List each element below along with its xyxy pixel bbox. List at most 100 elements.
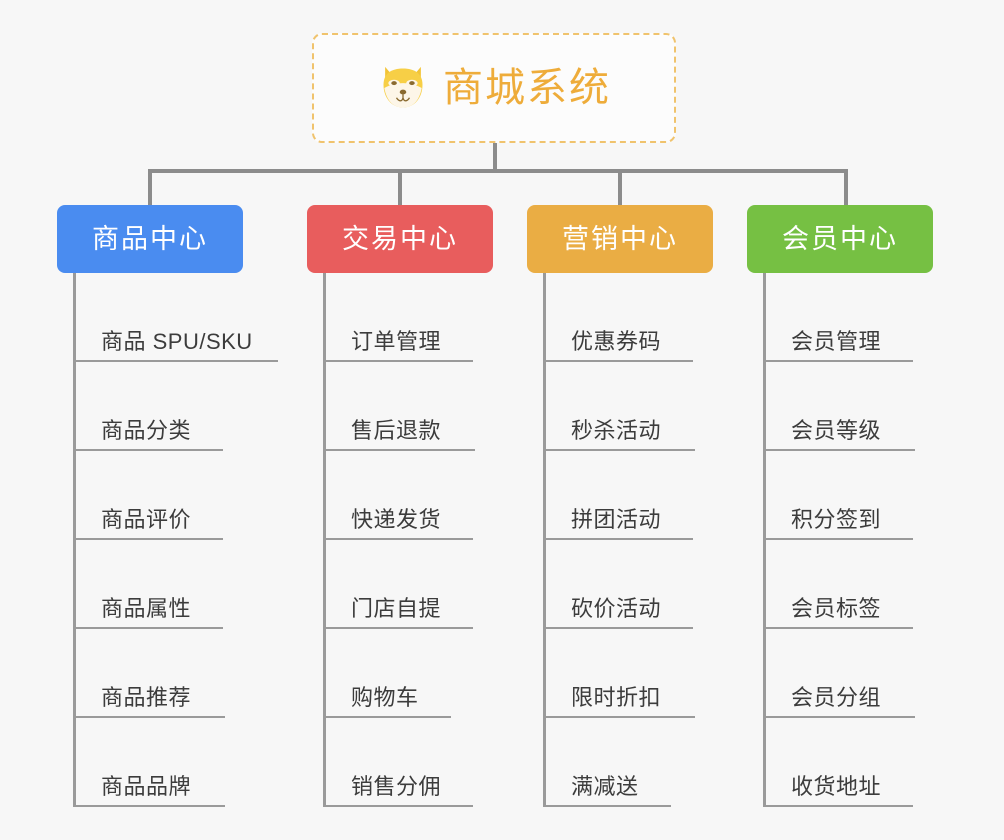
branch-spine: [763, 273, 766, 807]
leaf-label: 购物车: [351, 685, 419, 710]
leaf-item[interactable]: 优惠券码: [527, 273, 747, 362]
connector-drop-2: [398, 169, 402, 207]
leaf-item[interactable]: 商品分类: [57, 362, 277, 451]
leaf-label: 限时折扣: [571, 685, 662, 710]
leaf-item[interactable]: 商品属性: [57, 540, 277, 629]
leaf-underline: [763, 449, 915, 451]
root-node-mall-system[interactable]: 商城系统: [312, 33, 676, 143]
connector-horizontal-bus: [148, 169, 848, 173]
leaf-item[interactable]: 快递发货: [307, 451, 527, 540]
leaf-list: 商品 SPU/SKU 商品分类 商品评价 商品属性 商品推荐 商品品牌: [57, 273, 278, 807]
leaf-item[interactable]: 拼团活动: [527, 451, 747, 540]
leaf-label: 订单管理: [351, 329, 442, 354]
branch-spine: [323, 273, 326, 807]
leaf-item[interactable]: 门店自提: [307, 540, 527, 629]
leaf-underline: [323, 716, 451, 718]
leaf-item[interactable]: 会员管理: [747, 273, 967, 362]
leaf-item[interactable]: 商品品牌: [57, 718, 277, 807]
leaf-underline: [323, 627, 473, 629]
leaf-underline: [763, 627, 913, 629]
leaf-underline: [763, 360, 913, 362]
leaf-label: 拼团活动: [571, 507, 662, 532]
category-label: 会员中心: [782, 223, 898, 254]
leaf-label: 商品分类: [101, 418, 192, 443]
leaf-underline: [73, 716, 225, 718]
leaf-underline: [543, 716, 695, 718]
leaf-item[interactable]: 商品评价: [57, 451, 277, 540]
leaf-label: 优惠券码: [571, 329, 662, 354]
leaf-underline: [543, 805, 671, 807]
leaf-item[interactable]: 限时折扣: [527, 629, 747, 718]
leaf-label: 门店自提: [351, 596, 442, 621]
leaf-label: 商品评价: [101, 507, 192, 532]
leaf-underline: [73, 627, 223, 629]
leaf-item[interactable]: 会员分组: [747, 629, 967, 718]
leaf-list: 优惠券码 秒杀活动 拼团活动 砍价活动 限时折扣 满减送: [527, 273, 747, 807]
leaf-label: 商品推荐: [101, 685, 192, 710]
leaf-underline: [543, 360, 693, 362]
leaf-underline: [323, 360, 473, 362]
leaf-label: 收货地址: [791, 774, 882, 799]
leaf-item[interactable]: 销售分佣: [307, 718, 527, 807]
leaf-item[interactable]: 会员标签: [747, 540, 967, 629]
leaf-item[interactable]: 收货地址: [747, 718, 967, 807]
root-node-title: 商城系统: [443, 66, 611, 110]
branch-spine: [543, 273, 546, 807]
leaf-label: 会员标签: [791, 596, 882, 621]
connector-drop-1: [148, 169, 152, 207]
leaf-underline: [73, 805, 225, 807]
leaf-item[interactable]: 满减送: [527, 718, 747, 807]
connector-drop-3: [618, 169, 622, 207]
leaf-underline: [73, 538, 223, 540]
leaf-label: 商品 SPU/SKU: [101, 329, 253, 354]
category-label: 营销中心: [562, 223, 678, 254]
branch-column-product-center: 商品中心 商品 SPU/SKU 商品分类 商品评价 商品属性 商品推荐: [57, 205, 278, 807]
leaf-label: 快递发货: [351, 507, 442, 532]
leaf-label: 会员管理: [791, 329, 882, 354]
leaf-item[interactable]: 订单管理: [307, 273, 527, 362]
category-node-product-center[interactable]: 商品中心: [57, 205, 243, 273]
leaf-item[interactable]: 秒杀活动: [527, 362, 747, 451]
leaf-label: 销售分佣: [351, 774, 442, 799]
category-label: 商品中心: [92, 223, 208, 254]
leaf-underline: [73, 360, 278, 362]
shiba-dog-face-icon: [377, 62, 429, 114]
leaf-list: 会员管理 会员等级 积分签到 会员标签 会员分组 收货地址: [747, 273, 967, 807]
leaf-underline: [323, 449, 475, 451]
leaf-item[interactable]: 购物车: [307, 629, 527, 718]
leaf-underline: [543, 627, 693, 629]
leaf-underline: [543, 449, 695, 451]
branch-spine: [73, 273, 76, 807]
leaf-item[interactable]: 积分签到: [747, 451, 967, 540]
leaf-list: 订单管理 售后退款 快递发货 门店自提 购物车 销售分佣: [307, 273, 527, 807]
leaf-item[interactable]: 商品推荐: [57, 629, 277, 718]
leaf-underline: [543, 538, 693, 540]
category-node-trade-center[interactable]: 交易中心: [307, 205, 493, 273]
leaf-underline: [763, 538, 913, 540]
branch-column-marketing-center: 营销中心 优惠券码 秒杀活动 拼团活动 砍价活动 限时折扣: [527, 205, 747, 807]
category-node-marketing-center[interactable]: 营销中心: [527, 205, 713, 273]
connector-drop-4: [844, 169, 848, 207]
leaf-underline: [763, 805, 913, 807]
leaf-label: 会员等级: [791, 418, 882, 443]
category-node-member-center[interactable]: 会员中心: [747, 205, 933, 273]
leaf-label: 积分签到: [791, 507, 882, 532]
leaf-item[interactable]: 售后退款: [307, 362, 527, 451]
branch-column-member-center: 会员中心 会员管理 会员等级 积分签到 会员标签 会员分组: [747, 205, 967, 807]
leaf-label: 满减送: [571, 774, 639, 799]
leaf-label: 商品属性: [101, 596, 192, 621]
leaf-underline: [763, 716, 915, 718]
category-label: 交易中心: [342, 223, 458, 254]
leaf-label: 秒杀活动: [571, 418, 662, 443]
leaf-underline: [323, 538, 473, 540]
leaf-item[interactable]: 商品 SPU/SKU: [57, 273, 278, 362]
leaf-label: 砍价活动: [571, 596, 662, 621]
leaf-label: 售后退款: [351, 418, 442, 443]
leaf-item[interactable]: 砍价活动: [527, 540, 747, 629]
leaf-label: 商品品牌: [101, 774, 192, 799]
leaf-label: 会员分组: [791, 685, 882, 710]
connector-root-stem: [493, 143, 497, 171]
leaf-underline: [323, 805, 473, 807]
leaf-item[interactable]: 会员等级: [747, 362, 967, 451]
